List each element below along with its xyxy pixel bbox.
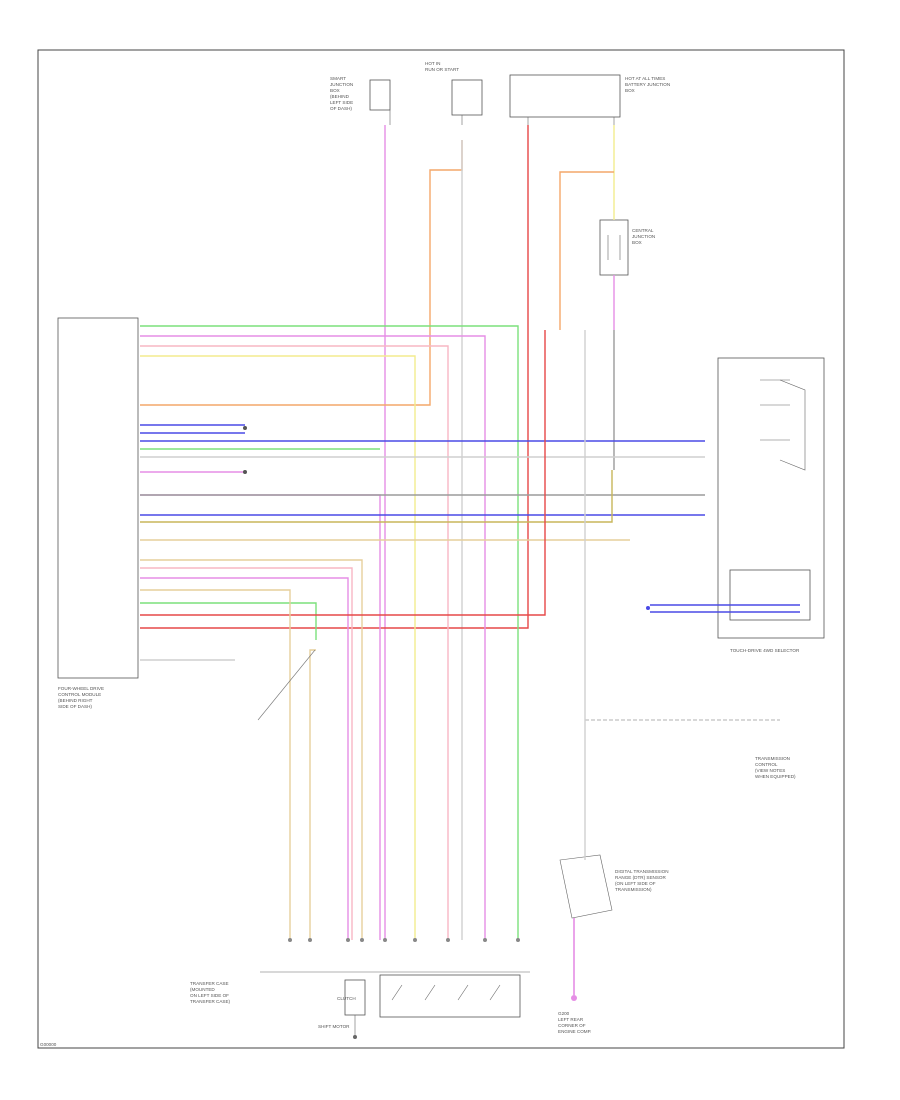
ground-point xyxy=(571,995,577,1001)
fuse-left-label-5: LEFT SIDE xyxy=(330,100,353,105)
wire-orange-relay xyxy=(559,171,614,330)
g200-label-1: G200 xyxy=(558,1011,570,1016)
shift-motor-label: SHIFT MOTOR xyxy=(318,1024,350,1029)
dtr-label-1: DIGITAL TRANSMISSION xyxy=(615,869,669,874)
wire-green-6 xyxy=(140,602,317,640)
wire-red-feed xyxy=(140,125,529,629)
selector-title: TOUCH-DRIVE 4WD SELECTOR xyxy=(730,648,800,653)
relay-label-3: BOX xyxy=(632,240,642,245)
selector-box xyxy=(717,357,825,639)
fuse-left-label-6: OF DASH) xyxy=(330,106,352,111)
nav-label-1: TRANSMISSION xyxy=(755,756,790,761)
wires xyxy=(140,125,800,942)
transfer-case: CLUTCH SHIFT MOTOR TRANSFER CASE (MOUNTE… xyxy=(190,971,530,1039)
fuse-box-right-label-2: BATTERY JUNCTION xyxy=(625,82,670,87)
dtr-label-2: RANGE (DTR) SENSOR xyxy=(615,875,666,880)
relay-contacts xyxy=(607,235,621,260)
fwd-control-module: FOUR-WHEEL DRIVE CONTROL MODULE (BEHIND … xyxy=(57,317,139,709)
nav-label-4: WHEN EQUIPPED) xyxy=(755,774,796,779)
fuse-box-label-1: HOT IN xyxy=(425,61,440,66)
leader-clutch xyxy=(257,649,316,721)
fuse-box-label-2: RUN OR START xyxy=(425,67,459,72)
connector-pin-3 xyxy=(360,938,364,942)
connector-pin-1 xyxy=(308,938,312,942)
fuse-box-left xyxy=(369,79,391,111)
shift-motor-box xyxy=(379,974,521,1018)
g200-label-4: ENGINE COMP. xyxy=(558,1029,591,1034)
connector-pin-5 xyxy=(413,938,417,942)
connector-pin-0 xyxy=(288,938,292,942)
fuse-box-right-label-1: HOT AT ALL TIMES xyxy=(625,76,665,81)
module-title-2: CONTROL MODULE xyxy=(58,692,101,697)
fuse-left-label-2: JUNCTION xyxy=(330,82,353,87)
connector-pin-6 xyxy=(446,938,450,942)
dtr-shape xyxy=(559,854,613,919)
selector-switch xyxy=(779,379,806,471)
clutch-ground xyxy=(353,1035,357,1039)
transmission-note: TRANSMISSION CONTROL (VIEW NOTES WHEN EQ… xyxy=(585,719,796,779)
dtr-label-3: (ON LEFT SIDE OF xyxy=(615,881,656,886)
diagram-frame xyxy=(37,49,845,1049)
wire-tan-4 xyxy=(309,649,316,940)
fuse-left-label-4: (BEHIND xyxy=(330,94,350,99)
splice-0 xyxy=(243,426,247,430)
relay-label-1: CENTRAL xyxy=(632,228,654,233)
wire-red-2 xyxy=(140,330,546,616)
connector-pin-8 xyxy=(516,938,520,942)
top-fuse-area: SMART JUNCTION BOX (BEHIND LEFT SIDE OF … xyxy=(330,61,670,125)
connector-pin-7 xyxy=(483,938,487,942)
fuse-left-label-3: BOX xyxy=(330,88,340,93)
wire-violet-2 xyxy=(140,335,486,940)
module-title-1: FOUR-WHEEL DRIVE xyxy=(58,686,104,691)
relay-label-2: JUNCTION xyxy=(632,234,655,239)
connector-pin-4 xyxy=(383,938,387,942)
wire-violet-5 xyxy=(140,577,349,940)
touch-drive-selector: TOUCH-DRIVE 4WD SELECTOR xyxy=(717,357,825,653)
wire-green-1 xyxy=(140,325,519,940)
wire-pink-5 xyxy=(140,567,353,940)
module-title-4: SIDE OF DASH) xyxy=(58,704,92,709)
splice-2 xyxy=(243,470,247,474)
shift-motor-switches xyxy=(391,984,501,1001)
g200-label-2: LEFT REAR xyxy=(558,1017,584,1022)
nav-label-3: (VIEW NOTES xyxy=(755,768,785,773)
relay: CENTRAL JUNCTION BOX xyxy=(599,219,655,276)
g200-label-3: CORNER OF xyxy=(558,1023,586,1028)
dtr-label-4: TRANSMISSION) xyxy=(615,887,652,892)
connector-pin-2 xyxy=(346,938,350,942)
fuse-left-label-1: SMART xyxy=(330,76,346,81)
wire-olive-1 xyxy=(140,470,613,523)
dtr-sensor: DIGITAL TRANSMISSION RANGE (DTR) SENSOR … xyxy=(558,854,669,1034)
wire-tan-3 xyxy=(140,589,291,940)
wire-orange-feed xyxy=(140,140,463,406)
clutch-label: CLUTCH xyxy=(337,996,356,1001)
transfer-case-label-1: TRANSFER CASE xyxy=(190,981,229,986)
transfer-case-label-2: (MOUNTED xyxy=(190,987,215,992)
wire-yellow-4 xyxy=(140,355,416,940)
fuse-box-right xyxy=(509,74,621,118)
selector-sub xyxy=(729,569,811,621)
module-title-3: (BEHIND RIGHT xyxy=(58,698,93,703)
fuse-box-center xyxy=(451,79,483,116)
transfer-case-label-3: ON LEFT SIDE OF xyxy=(190,993,229,998)
module-box xyxy=(57,317,139,679)
relay-box xyxy=(599,219,629,276)
nav-label-2: CONTROL xyxy=(755,762,778,767)
wire-tan-2 xyxy=(140,559,363,940)
corner-code: G00000 xyxy=(40,1042,57,1047)
wire-pink-3 xyxy=(140,345,449,940)
transfer-case-label-4: TRANSFER CASE) xyxy=(190,999,231,1004)
splice-3 xyxy=(646,606,650,610)
fuse-box-right-label-3: BOX xyxy=(625,88,635,93)
